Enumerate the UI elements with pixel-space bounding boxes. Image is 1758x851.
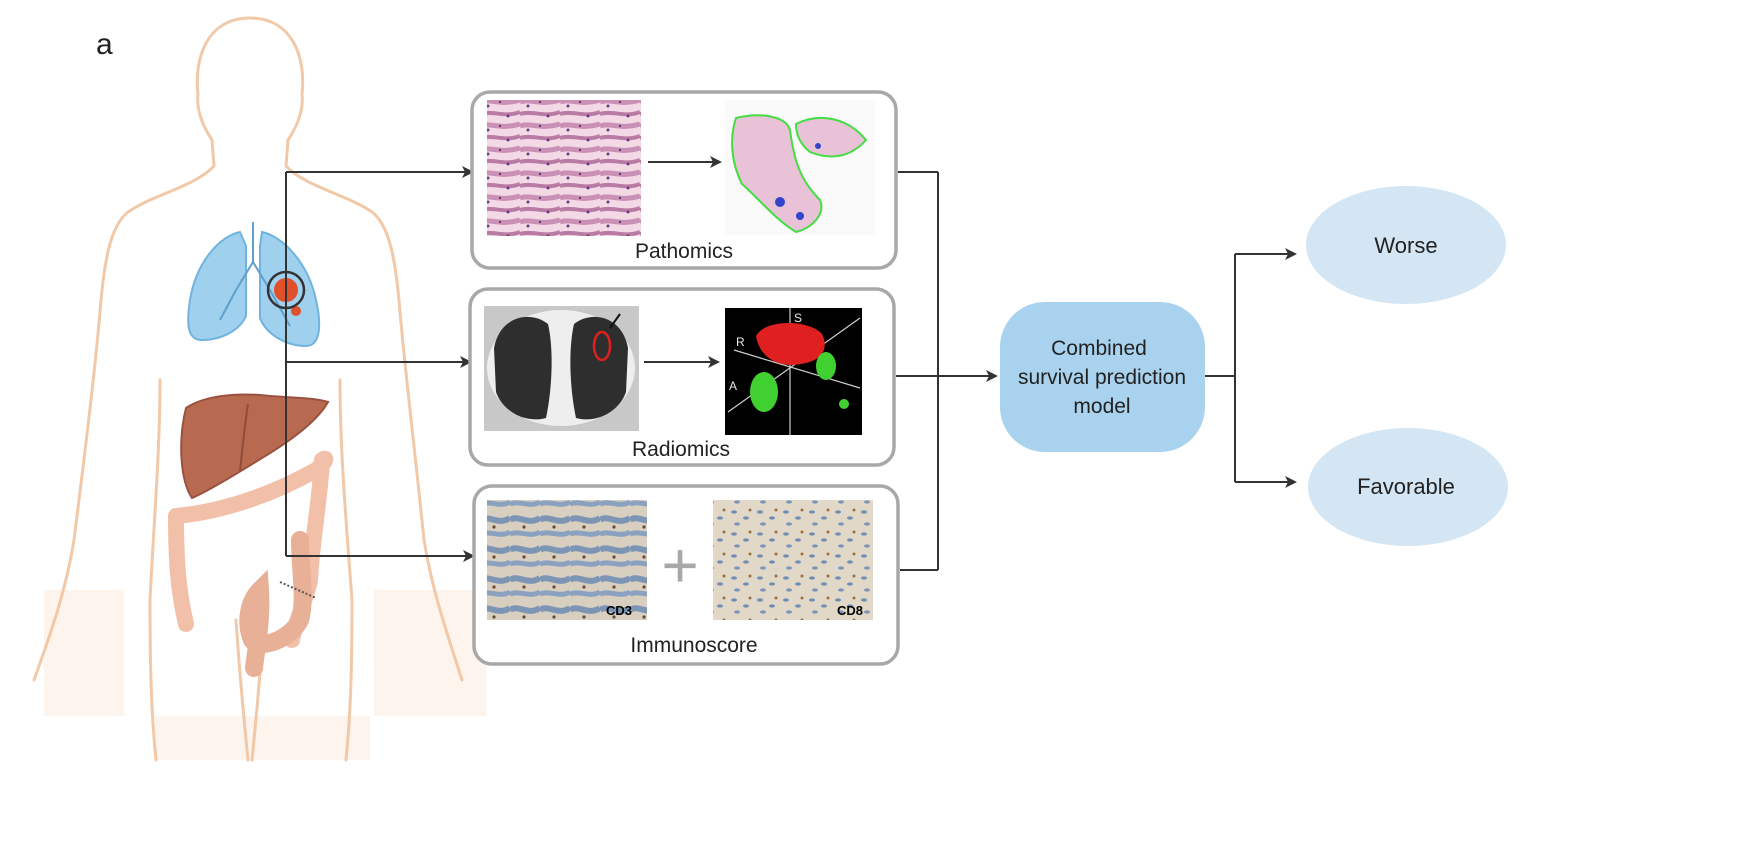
outcome-worse-node: Worse: [1306, 186, 1506, 304]
axis-label-r: R: [736, 335, 745, 349]
body-outline: [32, 16, 464, 762]
lungs: [187, 222, 321, 348]
branch-connectors: [285, 166, 475, 562]
combined-model-node: Combined survival prediction model: [1000, 302, 1205, 452]
anastomosis-mark: [279, 581, 317, 599]
radiomics-label: Radiomics: [632, 438, 730, 461]
favorable-ellipse: [1308, 428, 1508, 546]
immunoscore-label: Immunoscore: [630, 634, 757, 657]
cd8-ihc-image: [713, 500, 873, 620]
body-shading-left: [44, 590, 124, 716]
immunoscore-module: CD3 + CD8 Immunoscore: [472, 484, 900, 666]
outcome-connectors: [1205, 248, 1297, 488]
liver: [180, 393, 330, 500]
panel-label: a: [96, 28, 113, 61]
worse-label: Worse: [1374, 233, 1437, 258]
axis-label-a: A: [729, 379, 737, 393]
pathomics-label: Pathomics: [635, 240, 733, 263]
axis-label-s: S: [794, 311, 802, 325]
body-shading-bottom: [155, 716, 370, 760]
whole-slide-segmentation-image: [725, 100, 875, 235]
3d-tumor-reconstruction-image: S R A: [725, 308, 862, 435]
plus-symbol: +: [661, 529, 698, 601]
cd3-ihc-image: [487, 500, 647, 620]
merge-connectors: [896, 171, 998, 571]
model-label-line3: model: [1073, 395, 1130, 418]
cd8-label: CD8: [837, 603, 863, 618]
model-box: [1000, 302, 1205, 452]
worse-ellipse: [1306, 186, 1506, 304]
radiomics-module: S R A Radiomics: [468, 287, 896, 467]
body-illustration: [32, 16, 486, 762]
cd3-label: CD3: [606, 603, 632, 618]
model-label-line1: Combined: [1051, 337, 1147, 360]
model-label-line2: survival prediction: [1018, 366, 1186, 389]
ct-scan-image: [484, 306, 639, 431]
outcome-favorable-node: Favorable: [1308, 428, 1508, 546]
tumor-satellite: [291, 306, 301, 316]
he-tissue-image: [487, 100, 641, 236]
pathomics-module: Pathomics: [470, 90, 898, 270]
favorable-label: Favorable: [1357, 474, 1455, 499]
ct-lesion-marker: [592, 330, 612, 362]
colon-segment: [239, 531, 312, 677]
body-shading-right: [374, 590, 486, 716]
